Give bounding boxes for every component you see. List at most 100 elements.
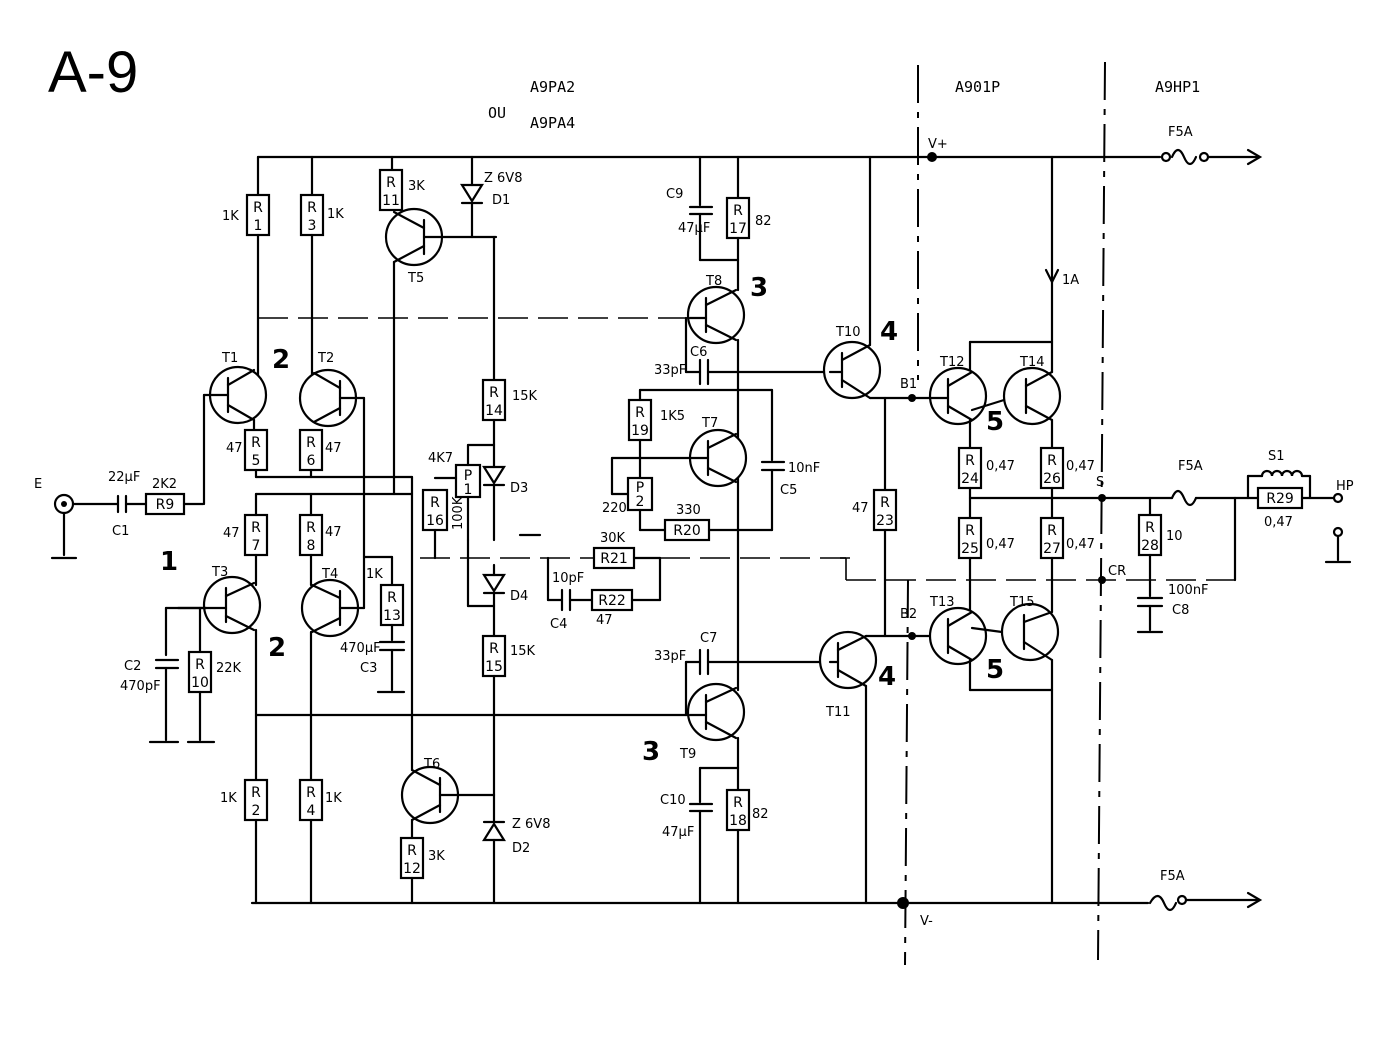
t3-label: T3: [211, 565, 228, 580]
current-note: 1A: [1062, 273, 1079, 288]
t8-label: T8: [705, 274, 722, 289]
output-label: HP: [1336, 479, 1354, 494]
r9-ref: R9: [156, 497, 175, 513]
svg-text:13: 13: [383, 608, 401, 624]
r2-value: 1K: [220, 791, 237, 806]
s1-label: S1: [1268, 449, 1285, 464]
c3-value: 470µF: [340, 641, 381, 656]
t12-label: T12: [939, 355, 964, 370]
svg-text:16: 16: [426, 513, 444, 529]
c7-value: 33pF: [654, 649, 686, 664]
svg-text:2: 2: [636, 494, 645, 510]
stage-marker-2b: 2: [268, 633, 286, 663]
svg-text:R: R: [306, 435, 316, 451]
svg-text:R: R: [195, 657, 205, 673]
page-title: A-9: [48, 40, 138, 105]
t9-label: T9: [679, 747, 696, 762]
svg-text:11: 11: [382, 193, 400, 209]
r3-value: 1K: [327, 207, 344, 222]
svg-text:25: 25: [961, 541, 979, 557]
t6-label: T6: [423, 757, 440, 772]
d2-value: Z 6V8: [512, 817, 550, 832]
fuse-top-label: F5A: [1168, 125, 1193, 140]
svg-text:5: 5: [252, 453, 261, 469]
input-label: E: [34, 477, 42, 492]
svg-text:P: P: [464, 468, 472, 484]
fuse-bottom-label: F5A: [1160, 869, 1185, 884]
stage-marker-5b: 5: [986, 655, 1004, 685]
r19-value: 1K5: [660, 409, 685, 424]
d3-ref: D3: [510, 481, 528, 496]
svg-text:6: 6: [307, 453, 316, 469]
svg-text:R: R: [306, 785, 316, 801]
svg-text:10: 10: [191, 675, 209, 691]
svg-text:R: R: [251, 785, 261, 801]
c4-ref: C4: [550, 617, 567, 632]
c5-value: 10nF: [788, 461, 820, 476]
board-boundaries: [904, 61, 1106, 966]
t13-label: T13: [929, 595, 954, 610]
c9-value: 47µF: [678, 221, 710, 236]
section-label-a9pa4: A9PA4: [530, 114, 575, 132]
svg-text:R: R: [489, 641, 499, 657]
svg-text:27: 27: [1043, 541, 1061, 557]
t2-label: T2: [317, 351, 334, 366]
r9-value: 2K2: [152, 477, 177, 492]
voltage-amp-stage: C9 47µF R17 82 T8 3 C6 33pF 10nF C5 R19 …: [546, 155, 832, 905]
svg-text:2: 2: [252, 803, 261, 819]
stage-marker-5a: 5: [986, 407, 1004, 437]
r22-value: 47: [596, 613, 613, 628]
stage-marker-3b: 3: [642, 737, 660, 767]
svg-text:19: 19: [631, 423, 649, 439]
svg-text:R: R: [733, 795, 743, 811]
section-label-a9pa2: A9PA2: [530, 78, 575, 96]
svg-text:1: 1: [254, 218, 263, 234]
r1-value: 1K: [222, 209, 239, 224]
r26-value: 0,47: [1066, 459, 1095, 474]
r22-ref: R22: [598, 593, 626, 609]
section-label-or: OU: [488, 104, 506, 122]
svg-text:8: 8: [307, 538, 316, 554]
b2-label: B2: [900, 607, 917, 622]
svg-text:4: 4: [307, 803, 316, 819]
svg-text:26: 26: [1043, 471, 1061, 487]
b1-label: B1: [900, 377, 917, 392]
r11-value: 3K: [408, 179, 425, 194]
svg-text:7: 7: [252, 538, 261, 554]
t10-label: T10: [835, 325, 860, 340]
svg-text:R: R: [880, 495, 890, 511]
svg-text:R: R: [965, 453, 975, 469]
current-sources: R11 3K T5 Z 6V8 D1 T6 R12 3K Z 6V8: [378, 155, 550, 905]
r28-value: 10: [1166, 529, 1183, 544]
r24-value: 0,47: [986, 459, 1015, 474]
stage-marker-3a: 3: [750, 273, 768, 303]
c6-value: 33pF: [654, 363, 686, 378]
r20-ref: R20: [673, 523, 701, 539]
t15-label: T15: [1009, 595, 1034, 610]
c9-ref: C9: [666, 187, 683, 202]
svg-text:R: R: [251, 435, 261, 451]
t11-label: T11: [825, 705, 850, 720]
r17-value: 82: [755, 214, 772, 229]
svg-text:R: R: [733, 203, 743, 219]
p2-value: 220: [602, 501, 627, 516]
svg-text:R: R: [407, 843, 417, 859]
section-label-a9hp1: A9HP1: [1155, 78, 1200, 96]
r18-value: 82: [752, 807, 769, 822]
r4-value: 1K: [325, 791, 342, 806]
svg-text:14: 14: [485, 403, 503, 419]
r20-value: 330: [676, 503, 701, 518]
c7-ref: C7: [700, 631, 717, 646]
vminus-label: V-: [920, 914, 933, 929]
r15-value: 15K: [510, 644, 536, 659]
r14-value: 15K: [512, 389, 538, 404]
svg-text:1: 1: [464, 482, 473, 498]
section-label-a901p: A901P: [955, 78, 1000, 96]
r29-ref: R29: [1266, 491, 1294, 507]
r7-value: 47: [223, 526, 240, 541]
svg-text:24: 24: [961, 471, 979, 487]
d1-value: Z 6V8: [484, 171, 522, 186]
c1-value: 22µF: [108, 470, 140, 485]
r5-value: 47: [226, 441, 243, 456]
